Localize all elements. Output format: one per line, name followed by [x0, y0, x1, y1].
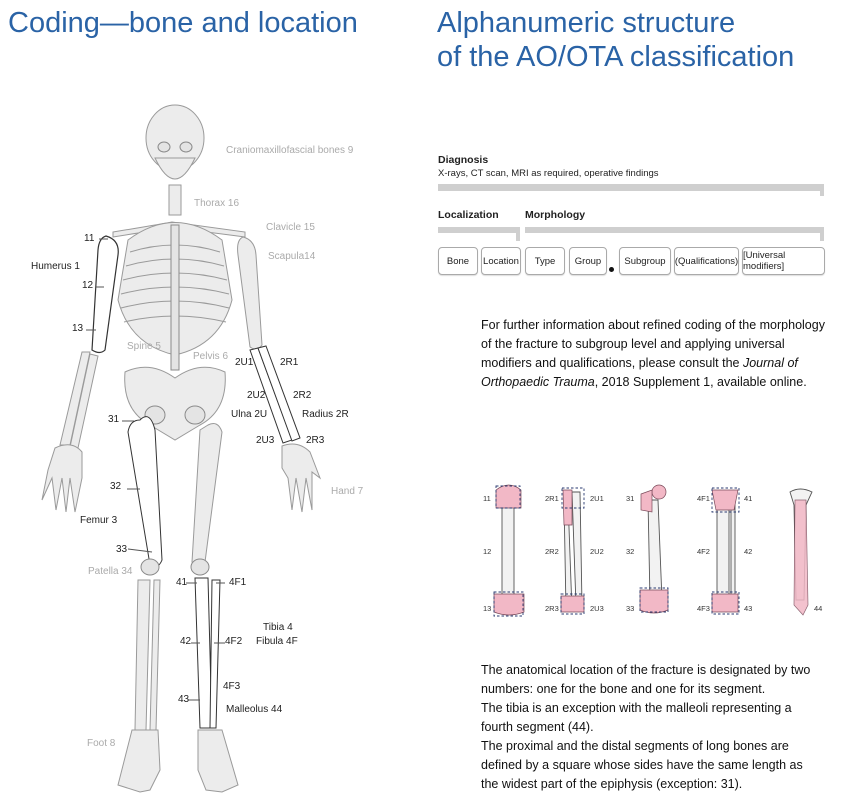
right-hand — [41, 444, 83, 513]
label-fibula: Fibula 4F — [256, 636, 298, 647]
label-foot: Foot 8 — [87, 738, 116, 749]
label-43: 43 — [178, 694, 190, 705]
mini-label-31: 31 — [626, 494, 635, 503]
localization-bar — [438, 227, 520, 233]
mini-label-2u3: 2U3 — [590, 604, 604, 613]
localization-heading: Localization — [438, 209, 499, 221]
label-cranio: Craniomaxillofascial bones 9 — [226, 145, 354, 156]
box-qualifications: (Qualifications) — [674, 247, 739, 275]
journal-title: Journal of Orthopaedic Trauma — [481, 356, 798, 389]
right-title-line2: of the AO/OTA classification — [437, 41, 795, 73]
label-4f2: 4F2 — [225, 636, 243, 647]
info-text-before: For further information about refined co… — [481, 318, 825, 370]
label-2u1: 2U1 — [235, 357, 254, 368]
mini-label-12: 12 — [483, 547, 492, 556]
mini-humerus — [493, 484, 525, 617]
box-universal-modifiers: [Universal modifiers] — [742, 247, 825, 275]
mini-label-2u2: 2U2 — [590, 547, 604, 556]
label-42: 42 — [180, 636, 192, 647]
left-foot — [197, 729, 239, 793]
label-clavicle: Clavicle 15 — [266, 222, 315, 233]
label-41: 41 — [176, 577, 188, 588]
diagnosis-heading: Diagnosis — [438, 154, 489, 166]
label-12: 12 — [82, 280, 94, 291]
dot-separator — [609, 267, 614, 272]
label-2r1: 2R1 — [280, 357, 299, 368]
label-humerus: Humerus 1 — [31, 261, 80, 272]
bottom-paragraph: The anatomical location of the fracture … — [481, 661, 821, 794]
diagnosis-bar — [438, 184, 824, 191]
label-33: 33 — [116, 544, 128, 555]
bottom-para-line-3: The proximal and the distal segments of … — [481, 739, 803, 791]
label-femur: Femur 3 — [80, 515, 118, 526]
label-31: 31 — [108, 414, 120, 425]
label-scapula: Scapula14 — [268, 251, 316, 262]
diagnosis-subtext: X-rays, CT scan, MRI as required, operat… — [438, 168, 659, 179]
mini-tibia-fibula — [711, 487, 740, 615]
morphology-bar — [525, 227, 824, 233]
label-hand: Hand 7 — [331, 486, 364, 497]
mini-label-2u1: 2U1 — [590, 494, 604, 503]
mini-tibia-malleolus — [789, 488, 813, 616]
label-2u3: 2U3 — [256, 435, 275, 446]
label-13: 13 — [72, 323, 84, 334]
label-2r2: 2R2 — [293, 390, 312, 401]
label-radius: Radius 2R — [302, 409, 349, 420]
mini-radius-ulna — [560, 487, 585, 615]
morphology-heading: Morphology — [525, 209, 586, 221]
label-11: 11 — [84, 233, 95, 244]
left-hand — [281, 443, 322, 513]
mini-femur — [639, 484, 669, 614]
mini-label-13: 13 — [483, 604, 492, 613]
label-patella: Patella 34 — [88, 566, 133, 577]
mini-label-4f2: 4F2 — [697, 547, 710, 556]
mini-label-43: 43 — [744, 604, 753, 613]
box-subgroup: Subgroup — [619, 247, 671, 275]
mini-label-42: 42 — [744, 547, 753, 556]
localization-bar-tail — [516, 227, 520, 241]
box-type: Type — [525, 247, 565, 275]
label-2r3: 2R3 — [306, 435, 325, 446]
bottom-para-line-1: The anatomical location of the fracture … — [481, 663, 811, 696]
label-spine: Spine 5 — [127, 341, 161, 352]
label-pelvis: Pelvis 6 — [193, 351, 229, 362]
box-group: Group — [569, 247, 607, 275]
mini-label-44: 44 — [814, 604, 823, 613]
morphology-bar-tail — [820, 227, 824, 241]
mini-label-41: 41 — [744, 494, 753, 503]
right-foot — [117, 729, 161, 793]
info-paragraph: For further information about refined co… — [481, 316, 831, 392]
bottom-para-line-2: The tibia is an exception with the malle… — [481, 701, 792, 734]
mini-label-4f1: 4F1 — [697, 494, 710, 503]
label-2u2: 2U2 — [247, 390, 266, 401]
humerus-highlighted — [91, 235, 119, 354]
mini-label-2r1: 2R1 — [545, 494, 559, 503]
label-malleolus: Malleolus 44 — [226, 704, 283, 715]
label-tibia: Tibia 4 — [263, 622, 293, 633]
label-32: 32 — [110, 481, 122, 492]
mini-label-4f3: 4F3 — [697, 604, 710, 613]
label-4f3: 4F3 — [223, 681, 241, 692]
label-4f1: 4F1 — [229, 577, 247, 588]
diagnosis-bar-tail — [820, 184, 824, 196]
mini-label-32: 32 — [626, 547, 635, 556]
mini-label-33: 33 — [626, 604, 635, 613]
label-thorax: Thorax 16 — [194, 198, 240, 209]
left-title: Coding—bone and location — [8, 7, 358, 39]
mini-label-2r2: 2R2 — [545, 547, 559, 556]
label-ulna: Ulna 2U — [231, 409, 268, 420]
mini-label-11: 11 — [483, 494, 491, 503]
box-location: Location — [481, 247, 521, 275]
box-bone: Bone — [438, 247, 478, 275]
info-text-after: , 2018 Supplement 1, available online. — [594, 375, 807, 389]
mini-label-2r3: 2R3 — [545, 604, 559, 613]
right-title-line1: Alphanumeric structure — [437, 7, 736, 39]
